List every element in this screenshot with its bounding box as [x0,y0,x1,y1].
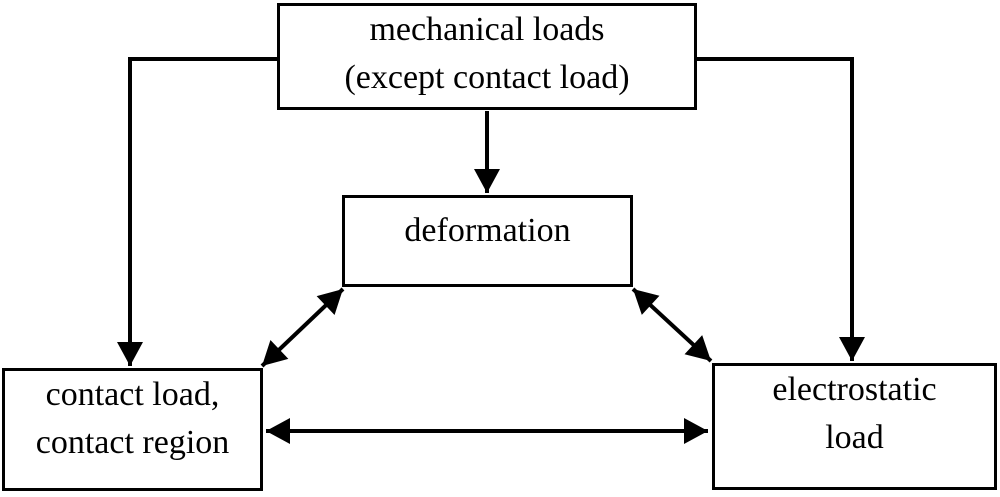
edge-mechanical-to-electrostatic-arrow [697,57,865,361]
node-electrostatic-load: electrostatic load [712,363,997,490]
node-electrostatic-load-line1: electrostatic [772,371,937,408]
node-deformation-label: deformation [404,212,571,249]
edge-mechanical-to-contact-arrow [117,57,277,366]
edge-deformation-electrostatic-double-arrow [631,287,713,363]
node-contact-load: contact load, contact region [2,368,263,491]
node-electrostatic-load-line2: load [825,419,884,456]
node-deformation: deformation [342,195,633,287]
node-contact-load-line2: contact region [35,424,230,461]
node-mechanical-loads-line2: (except contact load) [344,59,630,96]
node-mechanical-loads: mechanical loads (except contact load) [277,3,697,110]
node-contact-load-line1: contact load, [45,376,220,413]
edge-deformation-contact-double-arrow [260,287,345,368]
node-mechanical-loads-line1: mechanical loads [369,11,605,48]
